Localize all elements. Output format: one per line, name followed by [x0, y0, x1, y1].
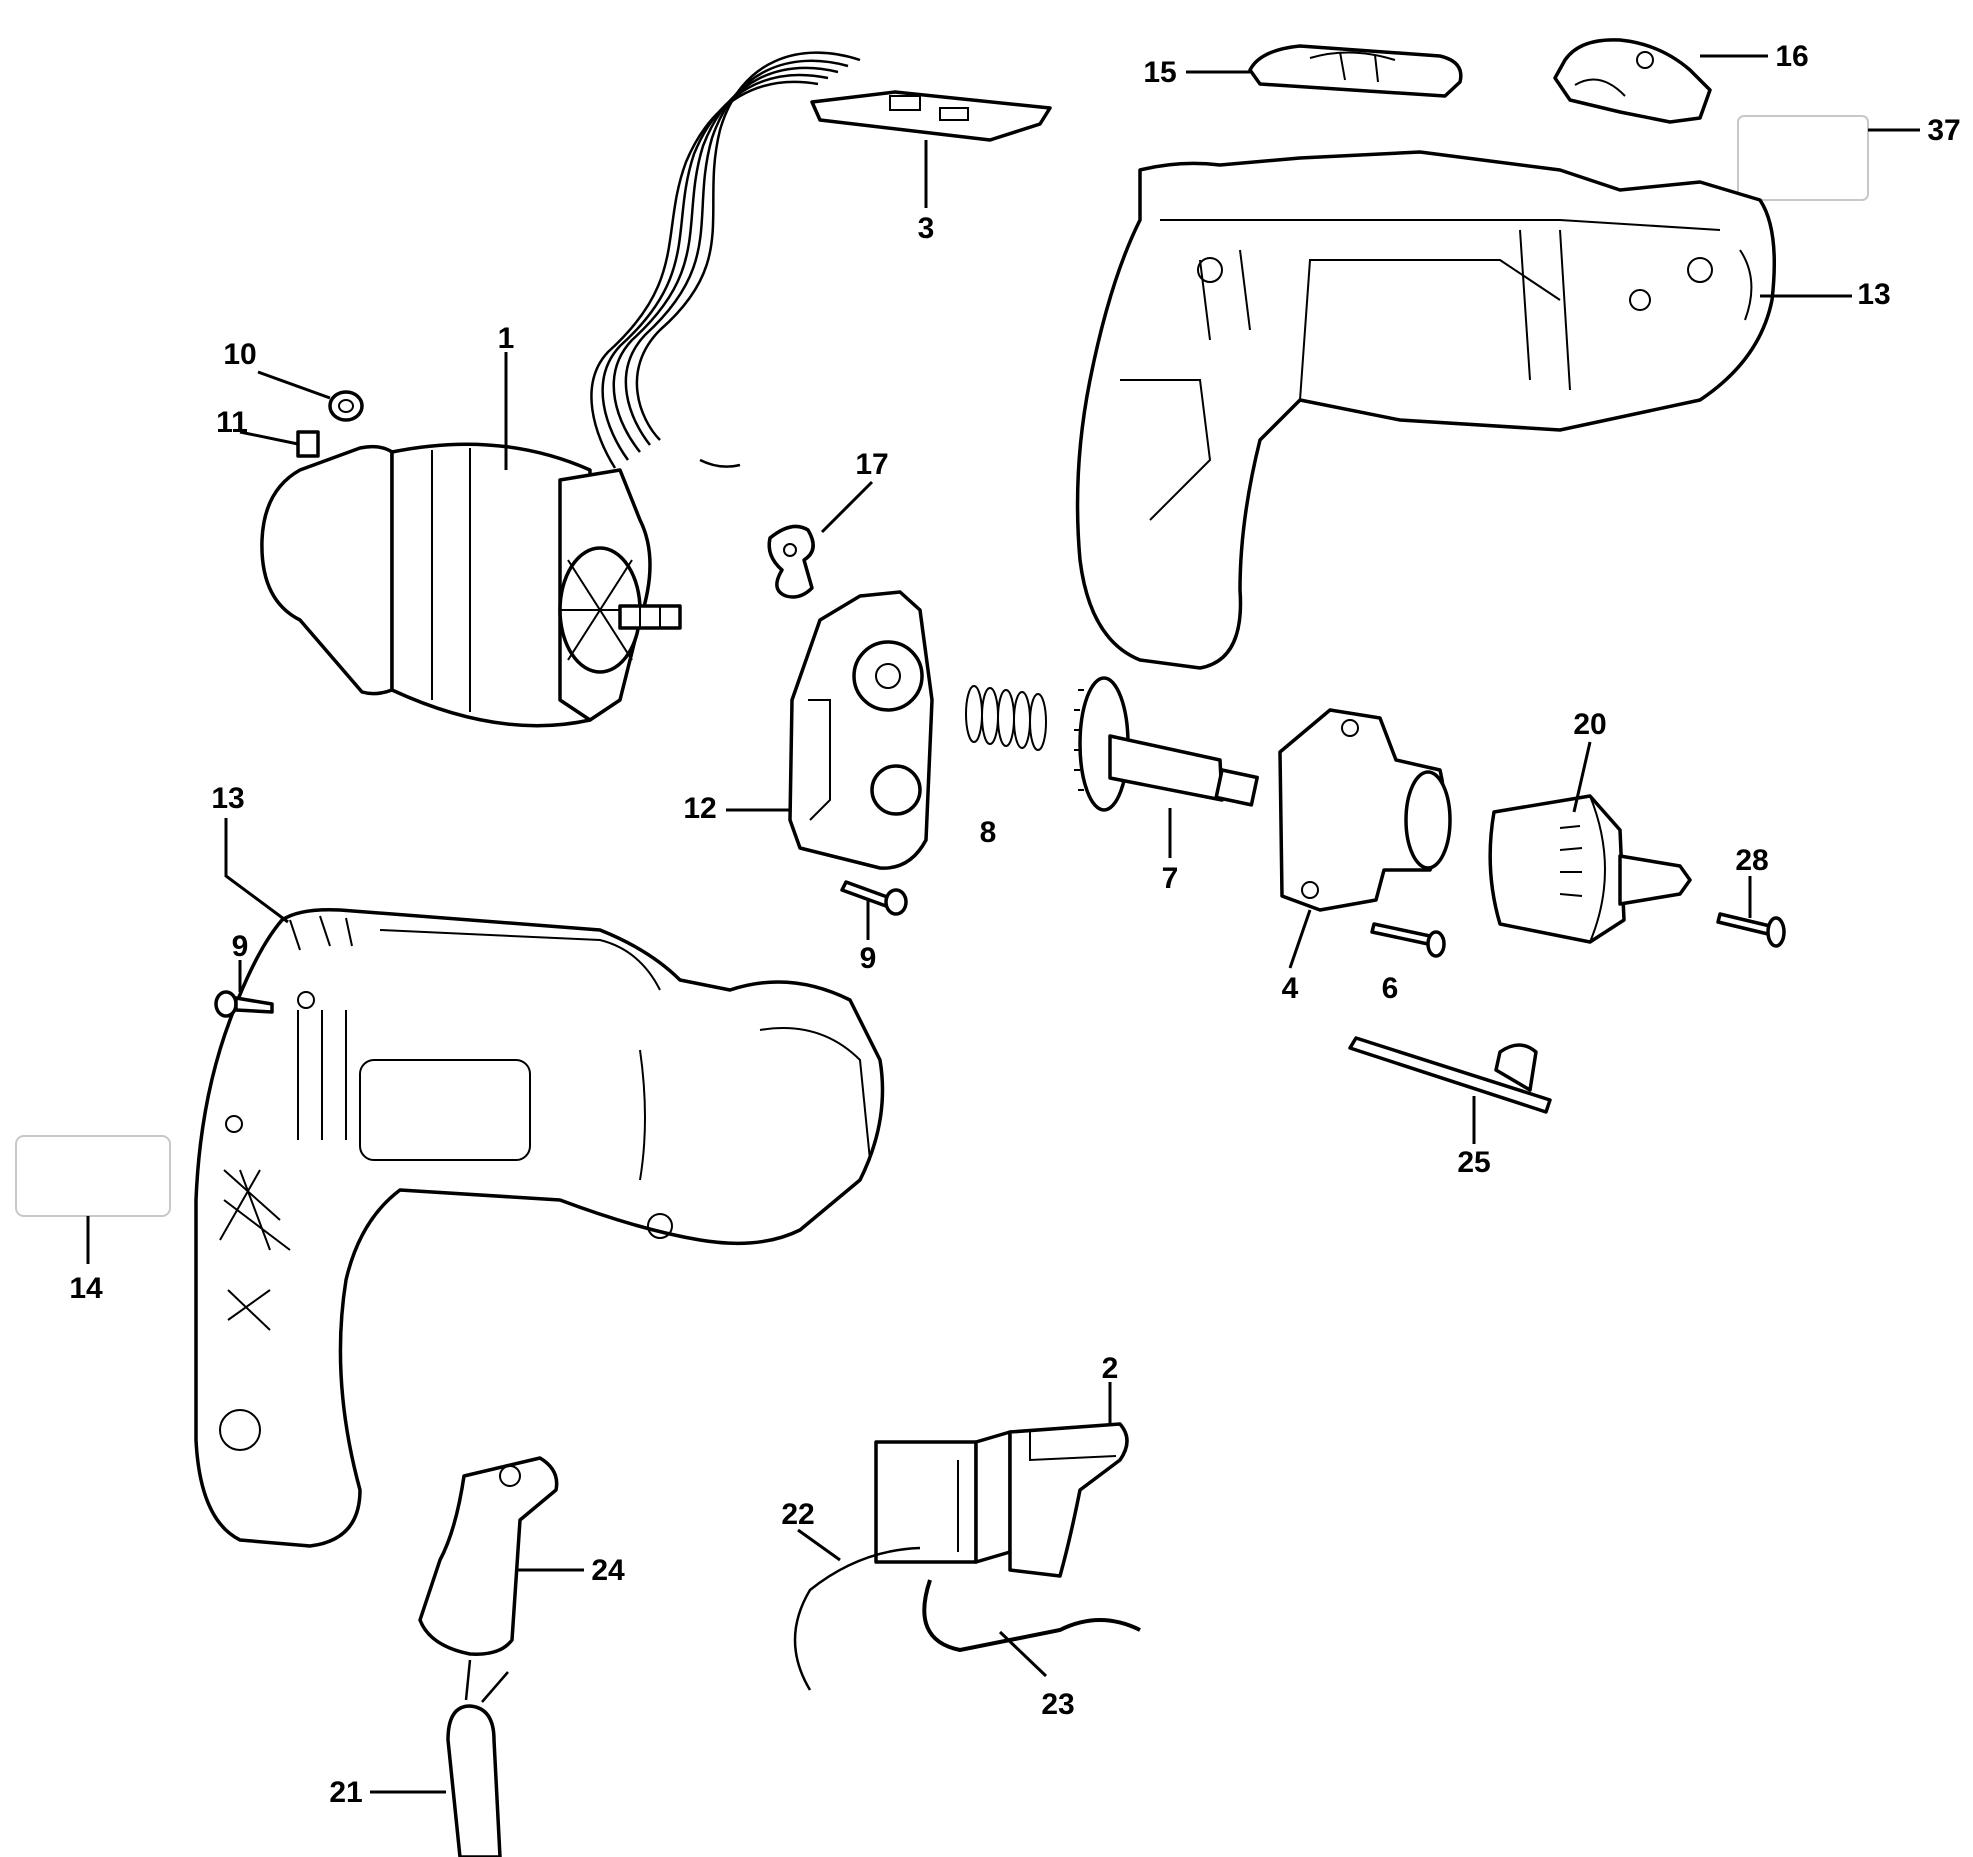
spindle-gear — [1074, 676, 1259, 812]
label-part-13-right: 13 — [1857, 278, 1890, 311]
leader-line-13b — [224, 818, 289, 924]
label-part-1: 1 — [498, 322, 515, 355]
shift-lever — [767, 524, 815, 599]
label-part-28: 28 — [1735, 844, 1768, 877]
lead-wire-white — [793, 1546, 921, 1691]
leader-line-22 — [797, 1528, 841, 1562]
circuit-board — [590, 51, 1052, 469]
label-part-3: 3 — [918, 212, 935, 245]
label-part-24: 24 — [591, 1554, 625, 1587]
housing-half-left — [194, 907, 885, 1548]
label-part-13-left: 13 — [211, 782, 244, 815]
label-part-7: 7 — [1162, 862, 1179, 895]
power-cord — [446, 1659, 509, 1857]
label-part-37: 37 — [1927, 114, 1960, 147]
label-part-25: 25 — [1457, 1146, 1490, 1179]
label-part-11: 11 — [216, 406, 248, 439]
label-part-14: 14 — [69, 1272, 103, 1305]
gear-case — [1278, 708, 1452, 912]
label-part-10: 10 — [223, 338, 256, 371]
leader-line-23 — [998, 1630, 1048, 1678]
gear-case-screw — [1370, 922, 1446, 958]
label-part-20: 20 — [1573, 708, 1606, 741]
switch — [874, 1422, 1129, 1578]
housing-screw — [214, 990, 274, 1018]
label-part-9-center: 9 — [860, 942, 877, 975]
cord-protector — [418, 1456, 559, 1656]
label-part-17: 17 — [855, 448, 888, 481]
housing-half-right — [1075, 150, 1777, 670]
leader-line-20 — [1572, 741, 1592, 813]
label-part-16: 16 — [1775, 40, 1808, 73]
label-left-rect — [15, 1135, 171, 1217]
chuck — [1488, 794, 1692, 944]
label-part-21: 21 — [329, 1776, 362, 1809]
leader-line-17 — [820, 480, 874, 534]
spring — [965, 685, 1047, 751]
label-part-8: 8 — [980, 816, 997, 849]
label-part-12: 12 — [683, 792, 716, 825]
leader-line-10 — [257, 370, 331, 400]
motor — [260, 442, 682, 728]
label-part-22: 22 — [781, 1498, 814, 1531]
plate-screw — [840, 880, 908, 916]
label-part-9-left: 9 — [232, 930, 249, 963]
chuck-screw — [1716, 912, 1786, 948]
leader-line-4 — [1288, 909, 1312, 969]
label-part-15: 15 — [1143, 56, 1176, 89]
label-right-rect — [1737, 115, 1869, 201]
lead-wire-black — [922, 1579, 1141, 1653]
shift-button — [1248, 44, 1463, 98]
carbon-brush — [296, 430, 320, 458]
bearing-plate — [788, 590, 934, 870]
label-part-23: 23 — [1041, 1688, 1074, 1721]
label-part-4: 4 — [1282, 972, 1299, 1005]
label-part-2: 2 — [1102, 1352, 1119, 1385]
chuck-key — [1348, 1036, 1552, 1114]
leader-line-11 — [239, 430, 299, 446]
label-part-6: 6 — [1382, 972, 1399, 1005]
brush-spring — [328, 390, 364, 422]
selector-knob — [1553, 38, 1712, 124]
